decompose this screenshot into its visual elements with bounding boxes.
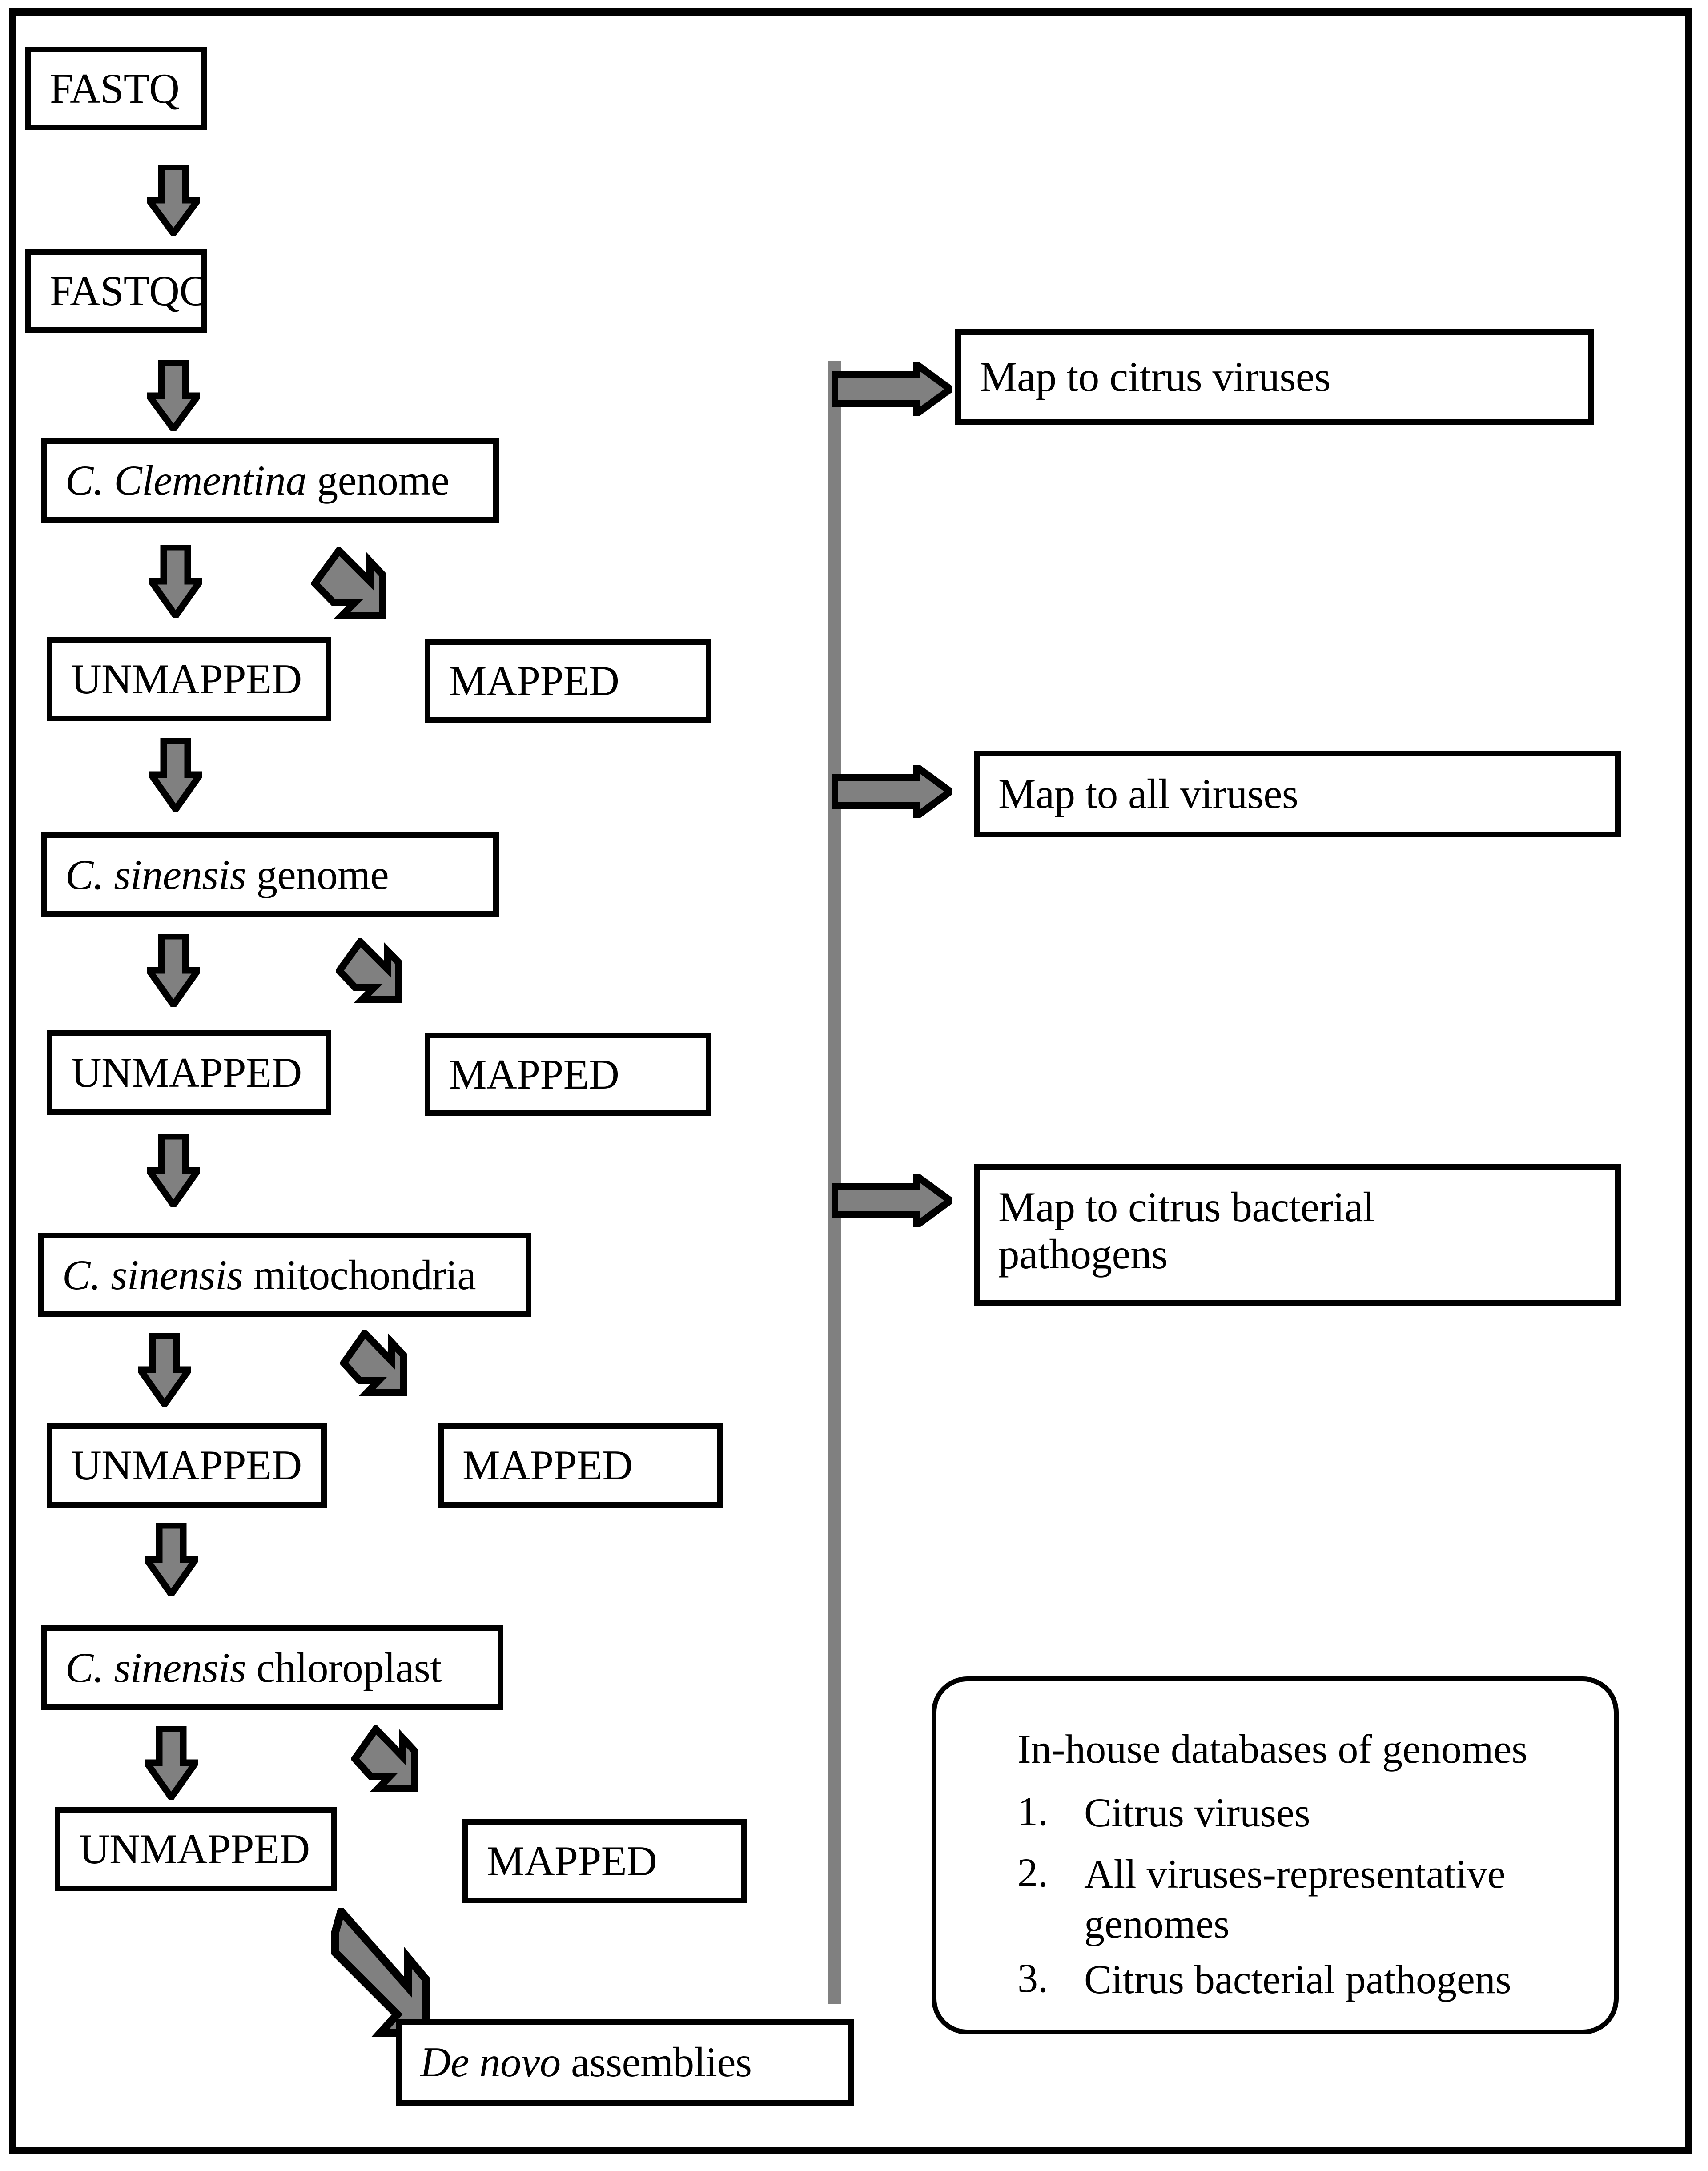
species-name-italic: C. sinensis: [62, 1251, 243, 1299]
node-sinensis-genome[interactable]: C. sinensis genome: [41, 832, 499, 917]
arrow-down-icon: [145, 1523, 198, 1596]
node-fastqc[interactable]: FASTQC: [25, 249, 208, 333]
database-list-item: 3. Citrus bacterial pathogens: [1017, 1954, 1511, 2004]
arrow-down-icon: [147, 360, 200, 431]
node-de-novo-assemblies[interactable]: De novo assemblies: [396, 2019, 854, 2106]
node-sinensis-chloroplast-label: C. sinensis chloroplast: [65, 1644, 442, 1691]
database-list-item-number: 2.: [1017, 1850, 1048, 1895]
database-list-item-text: Citrus bacterial pathogens: [1084, 1957, 1511, 2002]
database-list-item-text: Citrus viruses: [1084, 1790, 1310, 1835]
node-map-citrus-viruses[interactable]: Map to citrus viruses: [955, 329, 1594, 425]
node-mapped-3-label: MAPPED: [462, 1441, 633, 1489]
node-map-citrus-viruses-label: Map to citrus viruses: [980, 353, 1330, 401]
arrow-diagonal-down-right-icon: [336, 938, 402, 1005]
node-unmapped-1[interactable]: UNMAPPED: [47, 637, 331, 721]
figure-outer-border: [9, 8, 1692, 2154]
arrow-diagonal-down-right-icon: [340, 1330, 407, 1399]
arrow-diagonal-down-right-icon: [351, 1725, 418, 1794]
node-map-citrus-bacterial-pathogens-label: Map to citrus bacterial pathogens: [998, 1183, 1374, 1278]
arrow-down-icon: [147, 165, 200, 236]
node-fastq[interactable]: FASTQ: [25, 47, 207, 130]
database-list-item: 1. Citrus viruses: [1017, 1788, 1310, 1837]
node-unmapped-3[interactable]: UNMAPPED: [47, 1423, 327, 1508]
node-sinensis-chloroplast[interactable]: C. sinensis chloroplast: [41, 1625, 503, 1710]
arrow-right-icon: [832, 362, 952, 416]
database-list-item-text: All viruses-representative genomes: [1084, 1851, 1506, 1947]
database-list-item-number: 3.: [1017, 1955, 1048, 2001]
arrow-right-icon: [832, 765, 952, 818]
species-name-rest: genome: [246, 851, 389, 898]
pipeline-trunk-line: [828, 361, 841, 2004]
database-list-item-number: 1.: [1017, 1789, 1048, 1834]
node-unmapped-4-label: UNMAPPED: [79, 1825, 310, 1873]
species-name-rest: genome: [306, 456, 450, 504]
node-unmapped-3-label: UNMAPPED: [71, 1441, 302, 1489]
node-unmapped-2-label: UNMAPPED: [71, 1049, 302, 1096]
node-sinensis-mitochondria[interactable]: C. sinensis mitochondria: [38, 1233, 531, 1317]
node-mapped-4[interactable]: MAPPED: [462, 1819, 747, 1903]
node-mapped-4-label: MAPPED: [487, 1837, 657, 1885]
node-mapped-1[interactable]: MAPPED: [425, 639, 711, 723]
arrow-down-icon: [145, 1726, 198, 1800]
database-list-item: 2. All viruses-representative genomes: [1017, 1849, 1582, 1949]
arrow-down-icon: [147, 934, 200, 1007]
panel-in-house-databases: [932, 1676, 1619, 2034]
de-novo-italic: De novo: [420, 2038, 561, 2086]
species-name-italic: C. Clementina: [65, 456, 307, 504]
node-de-novo-assemblies-label: De novo assemblies: [420, 2038, 752, 2086]
node-unmapped-4[interactable]: UNMAPPED: [55, 1807, 337, 1891]
arrow-down-icon: [147, 1134, 200, 1207]
arrow-down-icon: [149, 545, 202, 618]
node-mapped-3[interactable]: MAPPED: [438, 1423, 723, 1508]
species-name-rest: chloroplast: [246, 1644, 442, 1691]
node-sinensis-mitochondria-label: C. sinensis mitochondria: [62, 1251, 476, 1299]
node-fastqc-label: FASTQC: [50, 267, 208, 314]
panel-in-house-databases-title: In-house databases of genomes: [1017, 1726, 1528, 1772]
node-map-all-viruses[interactable]: Map to all viruses: [974, 751, 1621, 837]
species-name-italic: C. sinensis: [65, 851, 246, 898]
species-name-rest: mitochondria: [243, 1251, 476, 1299]
arrow-down-icon: [138, 1333, 191, 1407]
node-fastq-label: FASTQ: [50, 64, 180, 112]
node-mapped-2[interactable]: MAPPED: [425, 1033, 711, 1116]
node-mapped-1-label: MAPPED: [449, 657, 619, 704]
species-name-italic: C. sinensis: [65, 1644, 246, 1691]
arrow-right-icon: [832, 1174, 952, 1227]
node-clementina-genome[interactable]: C. Clementina genome: [41, 438, 499, 523]
node-unmapped-1-label: UNMAPPED: [71, 655, 302, 703]
node-clementina-genome-label: C. Clementina genome: [65, 456, 450, 504]
node-map-all-viruses-label: Map to all viruses: [998, 770, 1298, 818]
node-map-citrus-bacterial-pathogens[interactable]: Map to citrus bacterial pathogens: [974, 1164, 1621, 1306]
node-sinensis-genome-label: C. sinensis genome: [65, 851, 389, 898]
node-mapped-2-label: MAPPED: [449, 1050, 619, 1098]
arrow-down-icon: [149, 738, 202, 812]
arrow-diagonal-down-right-icon: [311, 547, 387, 623]
de-novo-rest: assemblies: [560, 2038, 752, 2086]
node-unmapped-2[interactable]: UNMAPPED: [47, 1030, 331, 1115]
